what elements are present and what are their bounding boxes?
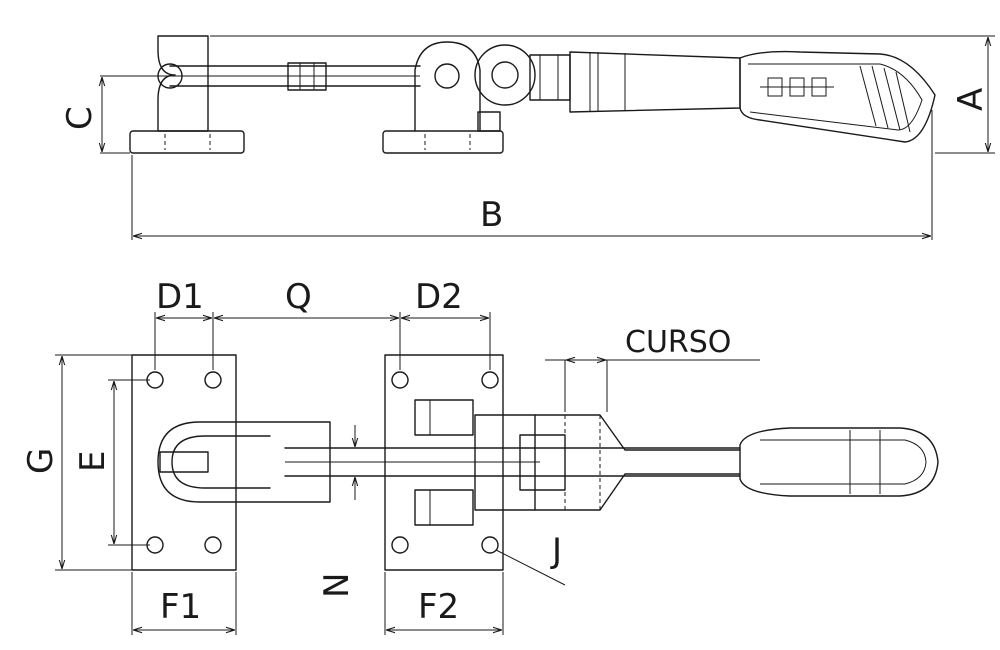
label-c: C	[60, 106, 100, 130]
dimension-b: B	[131, 110, 933, 240]
dimension-j: J	[495, 531, 566, 586]
label-b: B	[480, 195, 503, 235]
side-view	[100, 35, 936, 154]
handle-grip	[739, 50, 936, 143]
left-hook-block	[157, 35, 209, 132]
left-base-foot	[129, 130, 245, 154]
mounting-hole	[481, 536, 499, 554]
left-base-plate	[131, 354, 237, 571]
mounting-hole	[481, 371, 499, 389]
label-d2: D2	[415, 277, 463, 317]
right-base-foot	[382, 130, 504, 154]
lever-arm	[569, 51, 741, 113]
label-j: J	[550, 531, 562, 571]
top-view	[131, 354, 939, 571]
hook-tip	[159, 451, 209, 473]
label-e: E	[73, 451, 113, 472]
dimension-e: E	[73, 379, 150, 546]
label-d1: D1	[156, 277, 204, 317]
hook-u-bolt	[157, 421, 331, 503]
right-base-plate	[384, 354, 504, 571]
lower-bracket	[414, 489, 474, 526]
mounting-hole	[204, 536, 222, 554]
dimension-n: N	[317, 425, 357, 598]
dimension-c: C	[60, 75, 160, 154]
lever-fork	[534, 414, 741, 511]
pivot-pin	[434, 63, 460, 89]
upper-bracket	[414, 399, 474, 436]
brand-logo	[760, 77, 834, 97]
dimension-q: Q	[215, 277, 401, 370]
pivot-block	[474, 414, 536, 511]
dimension-a: A	[210, 35, 995, 154]
dimension-f2: F2	[384, 572, 504, 635]
label-f2: F2	[418, 587, 459, 627]
dimension-curso: CURSO	[545, 325, 760, 412]
mounting-hole	[391, 536, 409, 554]
label-f1: F1	[160, 587, 201, 627]
label-q: Q	[285, 277, 312, 317]
dimension-d2: D2	[402, 277, 491, 370]
label-g: G	[21, 448, 61, 474]
dimension-g: G	[21, 354, 132, 571]
lever-pivot	[474, 44, 536, 106]
handle-grip-top	[739, 427, 939, 497]
lever-clevis	[529, 54, 571, 101]
label-a: A	[951, 88, 991, 111]
label-curso: CURSO	[625, 325, 731, 360]
dimension-f1: F1	[131, 572, 237, 635]
mounting-hole	[204, 371, 222, 389]
mounting-hole	[391, 371, 409, 389]
pivot-bracket	[414, 41, 481, 132]
label-n: N	[317, 573, 357, 598]
dimension-d1: D1	[154, 277, 214, 370]
